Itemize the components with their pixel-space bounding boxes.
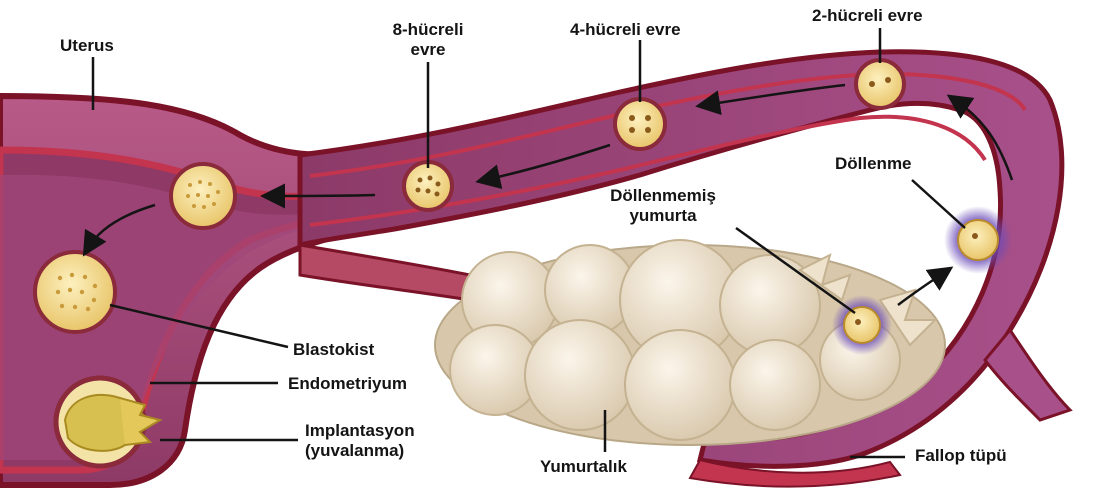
label-8-cell-line1: 8-hücreli [372, 20, 484, 40]
label-implantation-line1: Implantasyon [305, 421, 415, 441]
eight-cell-embryo [404, 162, 452, 210]
label-fallopian-tube: Fallop tüpü [915, 446, 1007, 466]
ovarian-ligament [300, 245, 470, 300]
label-unfertilized-line1: Döllenmemiş [578, 186, 748, 206]
label-unfertilized-line2: yumurta [578, 206, 748, 226]
label-4-cell-stage: 4-hücreli evre [570, 20, 681, 40]
label-8-cell-line2: evre [372, 40, 484, 60]
label-implantation-line2: (yuvalanma) [305, 441, 415, 461]
label-uterus: Uterus [60, 36, 114, 56]
label-2-cell-stage: 2-hücreli evre [812, 6, 923, 26]
blastocyst [35, 252, 115, 332]
fertilized-egg [944, 206, 1012, 274]
label-fertilization: Döllenme [835, 154, 912, 174]
four-cell-embryo [615, 99, 665, 149]
label-blastocyst: Blastokist [293, 340, 374, 360]
label-endometrium: Endometriyum [288, 374, 407, 394]
label-unfertilized-egg: Döllenmemiş yumurta [578, 186, 748, 226]
label-ovary: Yumurtalık [540, 457, 627, 477]
label-implantation: Implantasyon (yuvalanma) [305, 421, 415, 461]
morula [171, 164, 235, 228]
two-cell-embryo [856, 60, 904, 108]
label-8-cell-stage: 8-hücreli evre [372, 20, 484, 60]
